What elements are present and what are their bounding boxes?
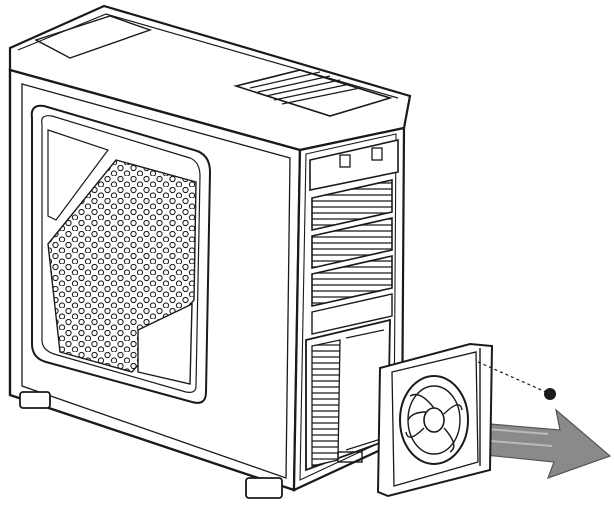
case-feet <box>19 391 283 499</box>
screw-guide <box>477 361 547 393</box>
screw-icon <box>544 388 556 400</box>
drive-bays <box>309 138 399 335</box>
side-panel-mesh <box>47 129 197 385</box>
fan-icon <box>399 375 469 465</box>
hdd-cage <box>305 318 391 472</box>
